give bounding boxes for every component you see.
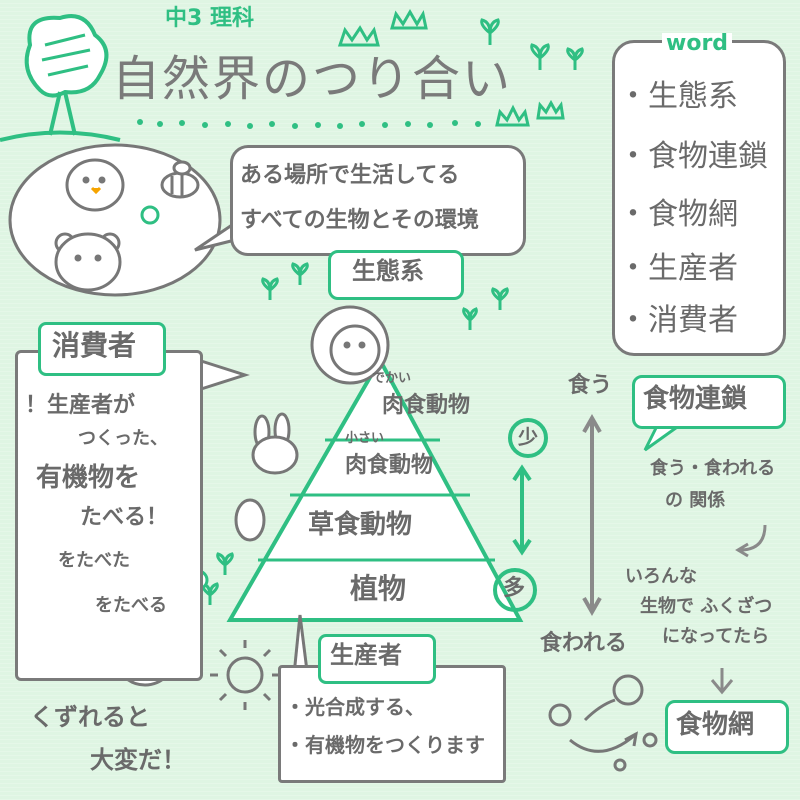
consumer-line1: ！生産者が [25, 393, 136, 418]
pyramid [226, 355, 524, 622]
collapse-line1: くずれると [30, 703, 150, 731]
green-border [5, 300, 15, 795]
tier-small-label: 小さい [345, 431, 385, 446]
consumer-tag [38, 322, 166, 376]
many-label: 多 [503, 576, 526, 601]
relation-line2: の 関係 [665, 490, 726, 511]
crown-icon [337, 9, 565, 127]
eaten-label: 食われる [540, 631, 627, 656]
chick-icon [65, 158, 125, 212]
food-web-sketch [548, 674, 658, 772]
tier-plant: 植物 [350, 572, 407, 605]
consumer-lower2: をたべる [95, 595, 167, 616]
consumer-bubble-tail [197, 358, 250, 392]
consumer-lower1: をたべた [58, 550, 130, 571]
word-heading: word [662, 33, 733, 55]
producer-box [278, 665, 506, 783]
producer-tag [318, 634, 436, 684]
word-item-3: ・食物網 [618, 197, 738, 232]
word-item-4: ・生産者 [618, 251, 738, 286]
definition-bubble [230, 145, 526, 256]
definition-line2: すべての生物とその環境 [240, 208, 479, 233]
collapse-line2: 大変だ！ [90, 746, 186, 774]
sun-icon [210, 640, 280, 710]
few-many-arrow [493, 418, 548, 612]
page-title: 自然界のつり合い [112, 51, 513, 107]
tree-icon [0, 14, 121, 142]
eat-label: 食う [568, 373, 613, 398]
producer-line1: ・光合成する、 [285, 695, 425, 719]
food-web-term: 食物網 [676, 710, 755, 740]
grasshopper-icon [234, 498, 266, 542]
tier-big-carnivore: 肉食動物 [382, 393, 471, 418]
flower-icon [140, 205, 160, 225]
word-box [612, 40, 786, 356]
rabbit-icon [251, 412, 299, 475]
word-item-5: ・消費者 [618, 303, 738, 338]
ecosystem-term: 生態系 [352, 257, 424, 285]
ecosystem-tag [328, 250, 464, 300]
word-item-2: ・食物連鎖 [618, 139, 768, 174]
tier-herbivore: 草食動物 [308, 510, 413, 540]
tier-small-carnivore: 肉食動物 [345, 453, 434, 478]
producer-title: 生産者 [330, 641, 402, 669]
condition-line1: いろんな [625, 566, 697, 587]
bee-icon [160, 160, 200, 199]
few-label: 少 [518, 425, 538, 449]
consumer-line4: たべる！ [80, 505, 169, 530]
condition-line2: 生物で ふくざつ [640, 596, 773, 617]
consumer-line2: つくった、 [78, 428, 168, 449]
food-web-tag [665, 700, 789, 754]
relation-line1: 食う・食われる [650, 458, 776, 479]
food-chain-term: 食物連鎖 [643, 384, 748, 414]
bubble-tail [194, 223, 236, 252]
definition-line1: ある場所で生活してる [240, 163, 460, 188]
eat-arrow [582, 413, 602, 617]
tier-big-label: でかい [372, 371, 412, 386]
condition-line3: になってたら [662, 626, 770, 647]
title-dots [137, 119, 481, 129]
flow-arrows [710, 524, 767, 695]
consumer-panel [15, 350, 203, 681]
word-item-1: ・生態系 [618, 79, 738, 114]
consumer-title: 消費者 [52, 329, 137, 362]
consumer-line3: 有機物を [36, 463, 141, 493]
producer-line2: ・有機物をつくります [285, 733, 485, 757]
food-chain-tag [632, 375, 786, 429]
bear-icon [54, 232, 122, 292]
subject-label: 中3 理科 [165, 6, 254, 31]
lion-icon [310, 305, 390, 385]
